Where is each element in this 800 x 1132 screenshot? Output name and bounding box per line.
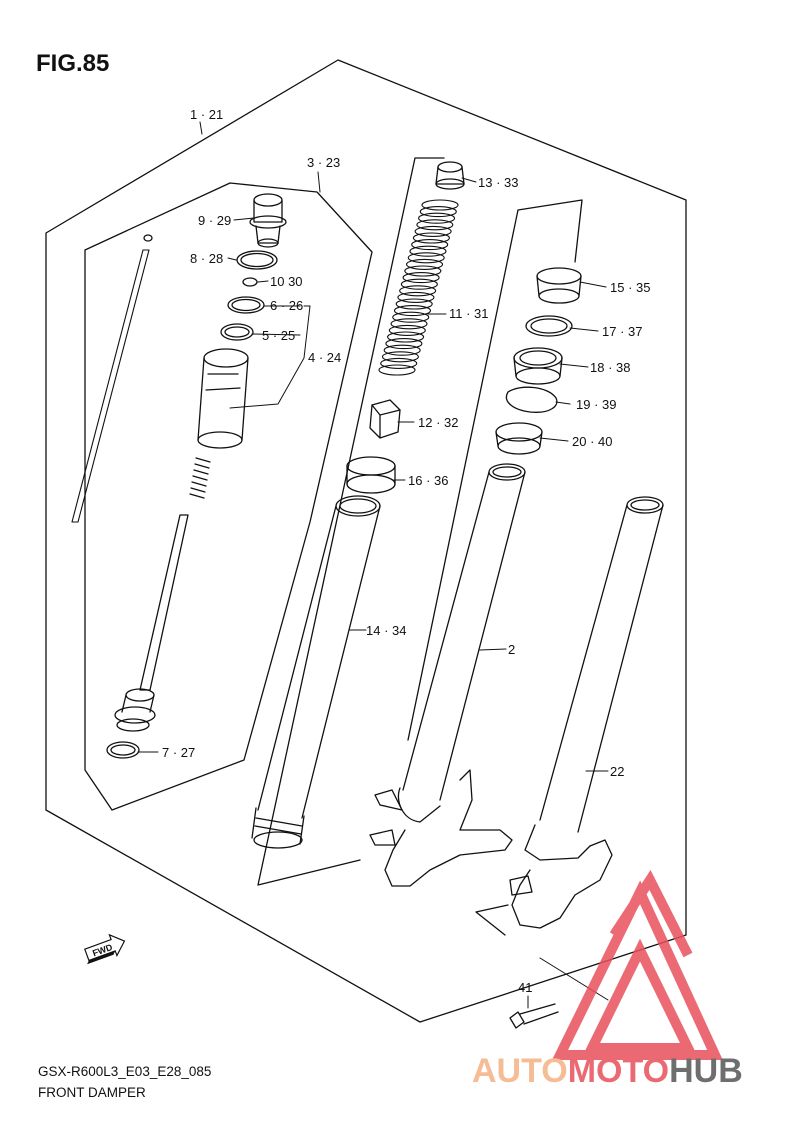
spring-coil xyxy=(405,258,444,270)
cap-bolt xyxy=(249,193,287,248)
spring-coil xyxy=(414,225,452,237)
spring-coil xyxy=(383,344,421,356)
spring-coil xyxy=(400,278,438,290)
watermark-logo-icon xyxy=(551,870,723,1060)
damper-cylinder xyxy=(197,348,249,449)
callout-8-28: 8 · 28 xyxy=(190,251,223,266)
figure-title: FIG.85 xyxy=(36,50,110,77)
callout-41: 41 xyxy=(518,980,532,995)
spring-coil xyxy=(390,318,428,330)
spring-coil xyxy=(419,206,457,218)
spring-coil xyxy=(387,331,425,343)
bottom-ring xyxy=(106,741,140,759)
piston-ring xyxy=(220,323,254,341)
spring-adjuster xyxy=(435,161,465,190)
callout-14-34: 14 · 34 xyxy=(366,623,406,638)
callout-20-40: 20 · 40 xyxy=(572,434,612,449)
watermark-text-moto: MOTO xyxy=(568,1052,669,1090)
damper-valve xyxy=(114,688,156,732)
callout-13-33: 13 · 33 xyxy=(478,175,518,190)
model-code: GSX-R600L3_E03_E28_085 xyxy=(38,1064,212,1079)
callout-4-24: 4 · 24 xyxy=(308,350,341,365)
spring-coil xyxy=(395,298,433,310)
spring-coil xyxy=(411,239,449,251)
callout-15-35: 15 · 35 xyxy=(610,280,650,295)
spring-coil xyxy=(381,351,419,363)
spacer-nut xyxy=(369,399,401,439)
callout-18-38: 18 · 38 xyxy=(590,360,630,375)
spring-coil xyxy=(393,305,432,317)
main-spring xyxy=(378,199,459,376)
seal-ring xyxy=(227,296,265,314)
figure-caption: FRONT DAMPER xyxy=(38,1085,146,1100)
spring-coil xyxy=(388,324,426,336)
axle-pinch-bolt xyxy=(509,1003,559,1029)
callout-2: 2 xyxy=(508,642,515,657)
slide-bushing xyxy=(536,267,582,304)
watermark-text-hub: HUB xyxy=(669,1052,743,1090)
callout-11-31: 11 · 31 xyxy=(449,306,489,321)
spring-coil xyxy=(421,199,459,211)
spring-coil xyxy=(385,338,423,350)
watermark-text-auto: AUTO xyxy=(472,1052,568,1090)
callout-3-23: 3 · 23 xyxy=(307,155,340,170)
spring-coil xyxy=(380,357,418,369)
spring-coil xyxy=(416,219,454,231)
spring-coil xyxy=(412,232,450,244)
callout-12-32: 12 · 32 xyxy=(418,415,458,430)
callout-1-21: 1 · 21 xyxy=(190,107,223,122)
forward-arrow-icon: FWD xyxy=(84,933,126,965)
rebound-spring xyxy=(189,457,211,499)
callout-22: 22 xyxy=(610,764,624,779)
damper-rod-lower xyxy=(139,514,189,691)
outer-tube-right xyxy=(509,496,664,929)
spring-coil xyxy=(392,311,430,323)
spring-coil xyxy=(409,245,447,257)
damper-rod xyxy=(71,249,150,523)
rod-nut xyxy=(143,234,153,242)
spring-coil xyxy=(397,291,435,303)
callout-5-25: 5 · 25 xyxy=(262,328,295,343)
dust-seal xyxy=(495,422,543,455)
inner-tube xyxy=(251,495,381,849)
callout-9-29: 9 · 29 xyxy=(198,213,231,228)
callout-16-36: 16 · 36 xyxy=(408,473,448,488)
callout-19-39: 19 · 39 xyxy=(576,397,616,412)
callout-labels: 1 · 21 3 · 23 9 · 29 8 · 28 10 30 6 · 26… xyxy=(162,107,650,995)
callout-6-26: 6 · 26 xyxy=(270,298,303,313)
leader-lines xyxy=(137,121,609,1009)
spring-coil xyxy=(407,252,445,264)
spring-coil xyxy=(402,272,440,284)
spring-coil xyxy=(404,265,442,277)
callout-10-30: 10 30 xyxy=(270,274,303,289)
outer-tube-left xyxy=(369,463,526,887)
automotohub-watermark: AUTOMOTOHUB xyxy=(472,870,743,1090)
spacer-ring xyxy=(525,315,573,337)
svg-text:AUTOMOTOHUB: AUTOMOTOHUB xyxy=(472,1052,743,1090)
spring-coil xyxy=(418,212,456,224)
spring-coil xyxy=(378,364,416,376)
spring-coil xyxy=(399,285,437,297)
lower-bracket xyxy=(475,904,509,936)
lock-nut xyxy=(242,277,258,287)
middle-group-bracket xyxy=(257,157,445,886)
seal-clip xyxy=(505,386,558,413)
o-ring xyxy=(236,250,278,270)
outer-assembly-frame xyxy=(45,59,687,1023)
right-group-bracket xyxy=(407,199,583,741)
callout-17-37: 17 · 37 xyxy=(602,324,642,339)
inner-assembly-frame xyxy=(84,182,373,811)
callout-7-27: 7 · 27 xyxy=(162,745,195,760)
oil-seal xyxy=(513,347,563,385)
guide-bushing xyxy=(346,456,396,494)
